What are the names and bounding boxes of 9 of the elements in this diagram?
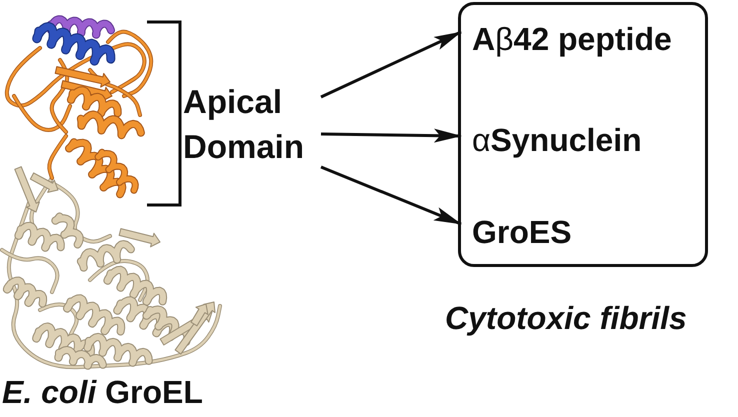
- fibril-protein-label: GroES: [461, 213, 705, 251]
- structure-caption: E. coli GroEL: [2, 373, 203, 411]
- fibril-group-box: [458, 2, 708, 267]
- arrow: [320, 166, 462, 226]
- arrow: [320, 30, 462, 98]
- domain-label: Apical Domain: [183, 79, 321, 169]
- fibril-protein-label: αSynuclein: [461, 121, 705, 159]
- group-caption: Cytotoxic fibrils: [445, 299, 687, 337]
- fibril-protein-label: Aβ42 peptide: [461, 20, 705, 58]
